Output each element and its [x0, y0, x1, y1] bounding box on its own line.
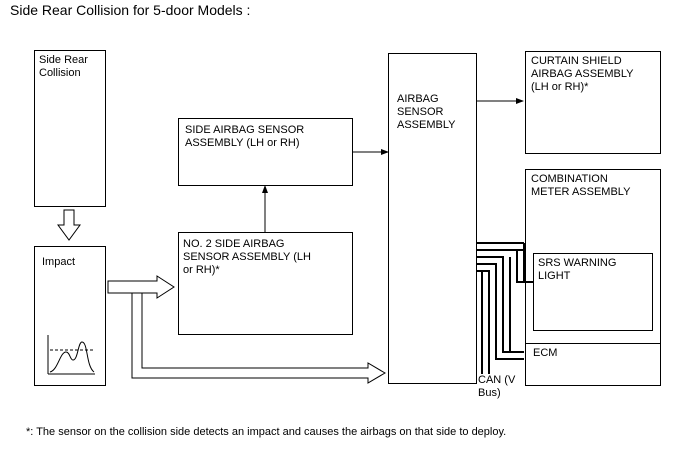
- can-bus-lines: [477, 242, 535, 380]
- side-rear-collision-box: Side Rear Collision: [34, 50, 106, 207]
- impact-box: Impact: [34, 246, 106, 386]
- side-rear-collision-label: Side Rear Collision: [39, 54, 88, 79]
- down-hollow-arrow: [57, 209, 81, 241]
- no2-side-airbag-sensor-box: NO. 2 SIDE AIRBAG SENSOR ASSEMBLY (LH or…: [178, 232, 353, 335]
- side-airbag-sensor-label: SIDE AIRBAG SENSOR ASSEMBLY (LH or RH): [185, 124, 305, 149]
- impact-to-airbag-sensor-arrow: [131, 292, 386, 384]
- no2-side-airbag-sensor-label: NO. 2 SIDE AIRBAG SENSOR ASSEMBLY (LH or…: [183, 238, 311, 276]
- combination-meter-label: COMBINATION METER ASSEMBLY: [531, 173, 631, 198]
- side-airbag-sensor-box: SIDE AIRBAG SENSOR ASSEMBLY (LH or RH): [178, 118, 353, 186]
- curtain-shield-box: CURTAIN SHIELD AIRBAG ASSEMBLY (LH or RH…: [525, 51, 661, 154]
- diagram-title: Side Rear Collision for 5-door Models :: [10, 2, 251, 18]
- combination-meter-box: COMBINATION METER ASSEMBLY: [525, 169, 661, 386]
- curtain-shield-label: CURTAIN SHIELD AIRBAG ASSEMBLY (LH or RH…: [531, 55, 634, 93]
- impact-label: Impact: [42, 256, 76, 268]
- srs-warning-light-box: SRS WARNING LIGHT: [533, 253, 653, 331]
- can-bus-label: CAN (V Bus): [478, 374, 516, 400]
- ecm-box: ECM: [525, 343, 661, 386]
- ecm-label: ECM: [533, 347, 558, 359]
- impact-graph-icon: [47, 335, 95, 375]
- airbag-sensor-assembly-box: AIRBAG SENSOR ASSEMBLY: [388, 53, 477, 384]
- footnote: *: The sensor on the collision side dete…: [26, 426, 507, 438]
- srs-warning-light-label: SRS WARNING LIGHT: [538, 257, 617, 282]
- airbag-sensor-assembly-label: AIRBAG SENSOR ASSEMBLY: [397, 93, 456, 131]
- impact-to-no2-arrow: [107, 275, 175, 299]
